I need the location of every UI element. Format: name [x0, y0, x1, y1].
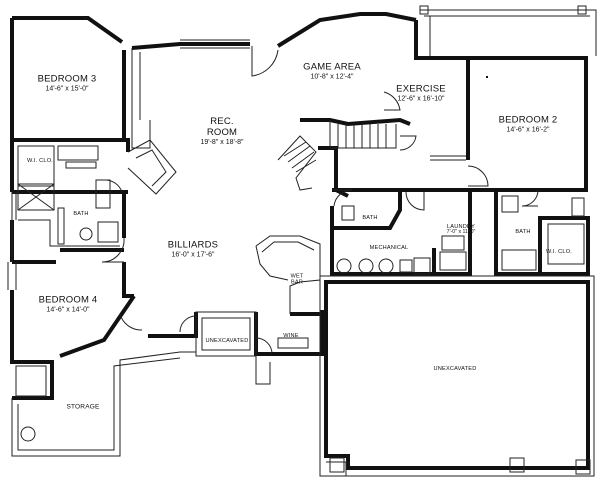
room-dimensions: 7'-0" x 11'-0": [446, 229, 476, 236]
room-name: EXERCISE: [396, 83, 446, 95]
room-name: BATH: [362, 214, 378, 221]
room-dimensions: 14'-6" x 15'-0": [45, 85, 89, 93]
mechanical-label: MECHANICAL: [370, 245, 409, 251]
room-name: BEDROOM 4: [38, 294, 98, 306]
room-name: REC.: [210, 116, 234, 128]
laundry-label: LAUNDRY 7'-0" x 11'-0": [447, 224, 476, 236]
bedroom-4-label: BEDROOM 4 14'-6" x 14'-0": [38, 294, 98, 315]
game-area-label: GAME AREA 10'-8" x 12'-4": [303, 61, 361, 82]
room-name: MECHANICAL: [369, 244, 409, 251]
billiards-label: BILLIARDS 16'-0" x 17'-6": [167, 239, 219, 260]
wine-label: WINE: [283, 333, 298, 339]
room-dimensions: 14'-6" x 14'-0": [46, 306, 90, 314]
storage-label: STORAGE: [66, 403, 99, 410]
room-name: WINE: [283, 332, 299, 339]
bath-center-label: BATH: [362, 215, 377, 221]
room-dimensions: 12'-6" x 16'-10": [397, 95, 445, 103]
room-name: BATH: [73, 210, 89, 217]
room-name: BEDROOM 2: [498, 114, 558, 126]
bedroom-2-label: BEDROOM 2 14'-6" x 16'-2": [498, 114, 558, 135]
room-name: BILLIARDS: [167, 239, 219, 251]
rec-room-label: REC. ROOM 19'-8" x 18'-8": [200, 116, 244, 147]
room-name: GAME AREA: [303, 61, 361, 73]
room-dimensions: 10'-8" x 12'-4": [310, 73, 354, 81]
room-name: LAUNDRY: [446, 223, 476, 230]
room-name-line-2: BAR: [290, 280, 304, 286]
room-name: UNEXCAVATED: [205, 337, 249, 344]
room-name-line-2: ROOM: [206, 126, 238, 138]
room-name: BEDROOM 3: [37, 73, 97, 85]
room-name: W.I. CLO.: [545, 248, 573, 255]
unexcavated-large-label: UNEXCAVATED: [434, 366, 477, 372]
bedroom-3-label: BEDROOM 3 14'-6" x 15'-0": [37, 73, 97, 94]
interior-lines: [7, 5, 597, 477]
exercise-label: EXERCISE 12'-6" x 16'-10": [396, 83, 446, 104]
wet-bar-label: WET BAR: [290, 274, 303, 287]
room-dimensions: 14'-6" x 16'-2": [506, 126, 550, 134]
wi-clo-left-label: W.I. CLO.: [27, 158, 53, 164]
room-name: UNEXCAVATED: [433, 365, 477, 372]
bath-left-label: BATH: [73, 211, 88, 217]
room-name: BATH: [515, 228, 531, 235]
room-name: WET: [290, 273, 304, 280]
room-name: W.I. CLO.: [26, 157, 54, 164]
room-dimensions: 19'-8" x 18'-8": [200, 138, 244, 146]
bath-right-label: BATH: [515, 229, 530, 235]
unexcavated-small-label: UNEXCAVATED: [206, 338, 249, 344]
room-dimensions: 16'-0" x 17'-6": [171, 251, 215, 259]
room-name: STORAGE: [66, 403, 100, 411]
wi-clo-right-label: W.I. CLO.: [546, 249, 572, 255]
dimension-markers: [124, 44, 588, 208]
